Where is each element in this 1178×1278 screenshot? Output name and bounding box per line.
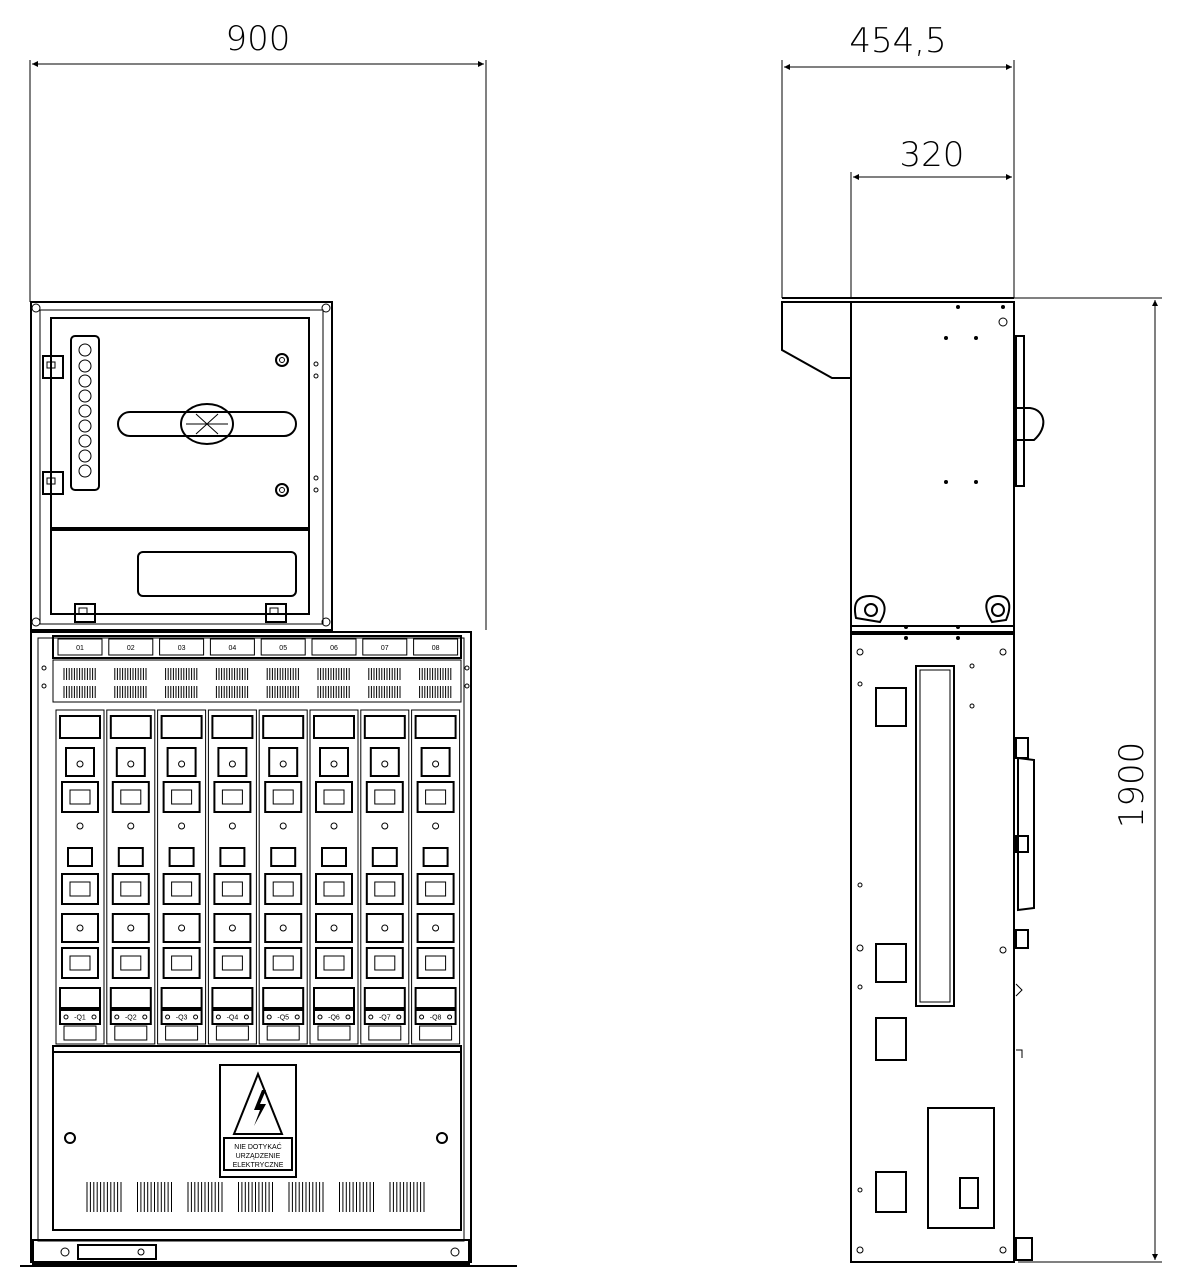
dimension-depth-total: 454,5 — [781, 21, 1015, 298]
lifting-eye-icon — [854, 594, 1011, 624]
dimension-depth-body: 320 — [850, 135, 1012, 298]
vent-slots — [63, 668, 452, 1212]
busbar-label: 05 — [279, 645, 287, 652]
fuse-switch: -Q6 — [309, 709, 359, 1045]
busbar-label: 06 — [330, 645, 338, 652]
side-rail — [1015, 737, 1035, 1261]
busbar-label: 08 — [432, 645, 440, 652]
fuse-label: -Q3 — [176, 1015, 188, 1022]
busbar-labels: 01 02 03 04 05 06 07 08 — [57, 638, 459, 656]
busbar-label-box — [159, 638, 205, 656]
warning-line-3: ELEKTRYCZNE — [233, 1162, 284, 1169]
fuse-label: -Q2 — [125, 1015, 137, 1022]
side-handle — [998, 317, 1045, 487]
fuse-columns: -Q1 -Q2 -Q3 -Q4 -Q5 -Q6 -Q7 -Q8 — [55, 709, 461, 1045]
busbar-label-box — [362, 638, 408, 656]
busbar-label-box — [311, 638, 357, 656]
fuse-switch: -Q8 — [411, 709, 461, 1045]
busbar-label-box — [108, 638, 154, 656]
warning-sign: NIE DOTYKAĆ URZĄDZENIE ELEKTRYCZNE — [219, 1064, 297, 1178]
hinge-icon — [42, 355, 287, 623]
busbar-label: 03 — [178, 645, 186, 652]
switch-handle — [117, 403, 297, 445]
side-view — [781, 297, 1045, 1263]
fuse-switch: -Q2 — [106, 709, 156, 1045]
dimension-depth-total-text: 454,5 — [849, 21, 946, 61]
busbar-label-box — [209, 638, 255, 656]
screw-icon — [275, 353, 319, 497]
fuse-switch: -Q5 — [258, 709, 308, 1045]
busbar-label: 04 — [229, 645, 237, 652]
busbar-label-box — [413, 638, 459, 656]
fuse-label: -Q8 — [430, 1015, 442, 1022]
fuse-label: -Q6 — [328, 1015, 340, 1022]
fuse-label: -Q7 — [379, 1015, 391, 1022]
fuse-label: -Q1 — [74, 1015, 86, 1022]
dimension-width: 900 — [29, 19, 487, 630]
fuse-switch: -Q3 — [157, 709, 207, 1045]
fuse-switch: -Q4 — [207, 709, 257, 1045]
fuse-label: -Q5 — [277, 1015, 289, 1022]
dimension-depth-body-text: 320 — [900, 135, 965, 175]
warning-line-2: URZĄDZENIE — [236, 1153, 281, 1160]
busbar-label: 01 — [76, 645, 84, 652]
indicator-strip — [70, 335, 100, 491]
warning-line-1: NIE DOTYKAĆ — [234, 1142, 281, 1151]
busbar-label-box — [57, 638, 103, 656]
dimension-height-text: 1900 — [1112, 742, 1152, 829]
dimension-width-text: 900 — [226, 19, 291, 59]
fuse-switch: -Q1 — [55, 709, 105, 1045]
fuse-switch: -Q7 — [360, 709, 410, 1045]
busbar-label-box — [260, 638, 306, 656]
busbar-label: 07 — [381, 645, 389, 652]
dimension-height: 1900 — [1014, 297, 1162, 1263]
side-holes — [856, 305, 1007, 1254]
fuse-label: -Q4 — [227, 1015, 239, 1022]
busbar-label: 02 — [127, 645, 135, 652]
